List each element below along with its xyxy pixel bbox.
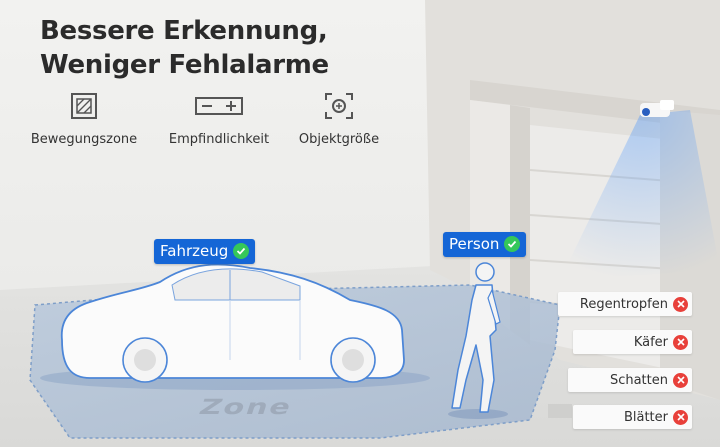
rejected-tag-label: Blätter (623, 409, 668, 425)
rejected-tag-shadows: Schatten (568, 368, 692, 392)
feature-label: Objektgröße (298, 132, 380, 147)
headline-line-2: Weniger Fehlalarme (40, 50, 329, 80)
check-icon (504, 236, 521, 252)
headline-line-1: Bessere Erkennung, (40, 16, 328, 46)
detected-tag-label: Person (449, 235, 500, 253)
detected-tag-vehicle: Fahrzeug (154, 239, 256, 264)
cross-icon (673, 372, 688, 388)
rejected-tag-label: Schatten (609, 372, 668, 388)
rejected-tag-raindrops: Regentropfen (558, 292, 692, 316)
cross-icon (673, 296, 688, 312)
cross-icon (673, 334, 688, 350)
detected-tag-person: Person (443, 232, 527, 257)
feature-label: Bewegungszone (30, 132, 138, 147)
headline: Bessere Erkennung, Weniger Fehlalarme (40, 14, 329, 82)
cross-icon (673, 409, 688, 425)
rejected-tag-label: Regentropfen (579, 296, 668, 312)
rejected-tag-bugs: Käfer (573, 330, 692, 354)
feature-label: Empfindlichkeit (168, 132, 270, 147)
detected-tag-label: Fahrzeug (160, 242, 229, 260)
rejected-tag-leaves: Blätter (573, 405, 692, 429)
sensitivity-icon (195, 97, 243, 115)
feature-sensitivity: Empfindlichkeit (160, 92, 278, 147)
car-illustration (40, 263, 430, 390)
motion-zone-icon (71, 93, 97, 119)
person-illustration (448, 262, 508, 419)
zone-label: Zone (196, 395, 297, 420)
feature-motion-zone: Bewegungszone (24, 92, 144, 147)
check-icon (233, 243, 250, 259)
rejected-tag-label: Käfer (633, 334, 668, 350)
feature-object-size: Objektgröße (290, 92, 388, 147)
object-size-icon (325, 93, 353, 119)
security-camera (560, 100, 720, 280)
